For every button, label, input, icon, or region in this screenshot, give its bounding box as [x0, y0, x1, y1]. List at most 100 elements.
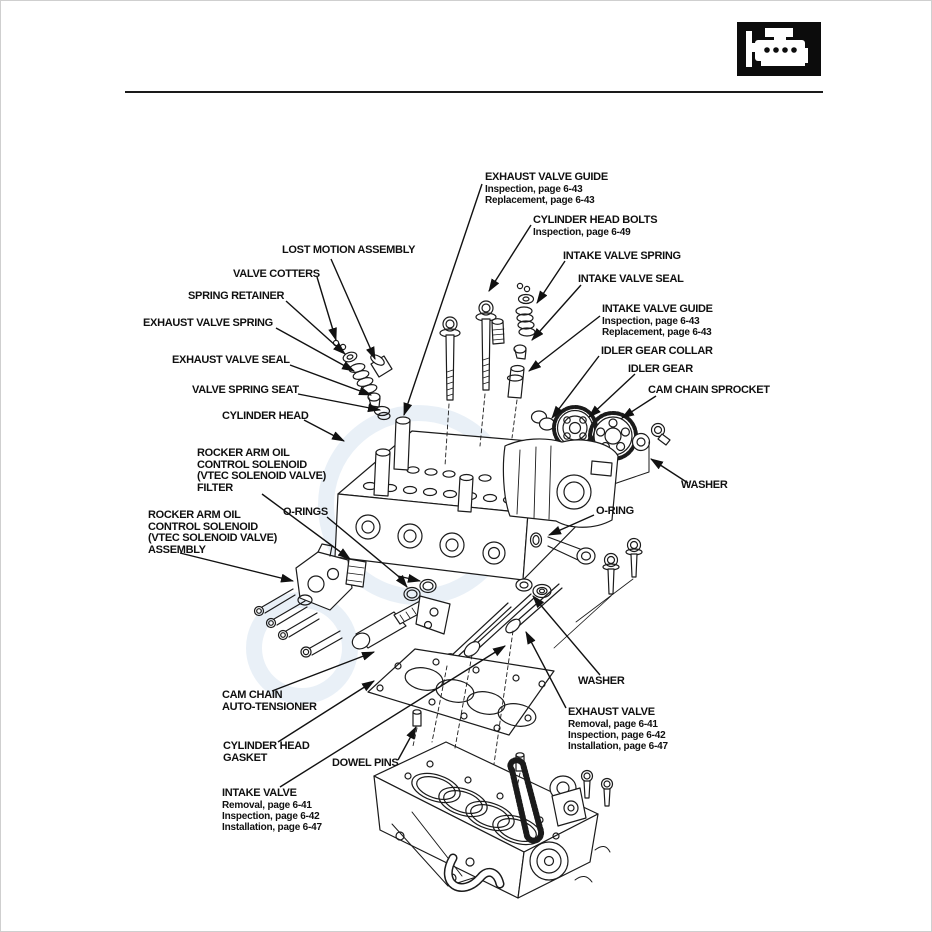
callout-idler-gear-collar: IDLER GEAR COLLAR	[601, 345, 713, 358]
header-divider	[125, 91, 823, 93]
leader-exhaust-valve-guide	[403, 183, 483, 417]
callout-title: INTAKE VALVE GUIDE	[602, 303, 713, 315]
callout-intake-valve-seal: INTAKE VALVE SEAL	[578, 273, 684, 286]
leader-cylinder-head-gasket	[277, 680, 375, 743]
callout-title: VALVE COTTERS	[233, 268, 320, 280]
leader-exhaust-valve-spring	[275, 327, 355, 372]
callout-title: WASHER	[578, 675, 625, 687]
leader-spring-retainer	[285, 300, 346, 355]
callout-lost-motion-assembly: LOST MOTION ASSEMBLY	[282, 244, 416, 257]
leader-washer-top	[650, 458, 689, 484]
leader-o-rings-main	[326, 516, 399, 577]
callout-idler-gear: IDLER GEAR	[628, 363, 693, 376]
leader-lost-motion-assembly	[330, 258, 376, 361]
washer-seal-art	[515, 578, 552, 599]
leader-intake-valve-spring	[536, 260, 566, 304]
leader-valve-cotters	[316, 276, 337, 342]
callout-valve-cotters: VALVE COTTERS	[233, 268, 320, 281]
callout-title: IDLER GEAR	[628, 363, 693, 375]
callout-o-rings: O-RINGS	[283, 506, 328, 519]
callout-ref: Inspection, page 6-49	[533, 226, 631, 238]
callout-vtec-filter: ROCKER ARM OIL CONTROL SOLENOID (VTEC SO…	[197, 447, 326, 494]
tensioner-art	[351, 595, 451, 650]
callout-intake-valve-spring: INTAKE VALVE SPRING	[563, 250, 681, 263]
callout-ref: Removal, page 6-41	[222, 799, 312, 811]
callout-cylinder-head-gasket: CYLINDER HEAD GASKET	[223, 740, 310, 764]
callout-title: CYLINDER HEAD	[222, 410, 309, 422]
callout-intake-valve-guide: INTAKE VALVE GUIDE Inspection, page 6-43…	[602, 303, 713, 338]
callout-cam-chain-auto-tensioner: CAM CHAIN AUTO-TENSIONER	[222, 689, 317, 713]
engine-icon	[737, 22, 821, 76]
leader-washer-bottom	[532, 595, 601, 676]
callout-cam-chain-sprocket: CAM CHAIN SPROCKET	[648, 384, 770, 397]
callout-intake-valve: INTAKE VALVE Removal, page 6-41 Inspecti…	[222, 787, 322, 833]
callout-ref: Inspection, page 6-42	[222, 810, 320, 822]
callout-title: EXHAUST VALVE SPRING	[143, 317, 273, 329]
gasket-art	[367, 648, 555, 736]
callout-title: CAM CHAIN SPROCKET	[648, 384, 770, 396]
leader-o-rings-b	[397, 573, 422, 583]
leader-vtec-filter	[261, 493, 351, 560]
callout-title: DOWEL PINS	[332, 757, 399, 769]
leader-intake-valve-seal	[531, 284, 582, 341]
leader-intake-valve-guide	[528, 315, 601, 372]
callout-title: ROCKER ARM OIL	[197, 447, 290, 459]
callout-title: FILTER	[197, 481, 233, 494]
callout-title: (VTEC SOLENOID VALVE)	[197, 470, 326, 482]
callout-spring-retainer: SPRING RETAINER	[188, 290, 285, 303]
callout-title: CAM CHAIN	[222, 689, 283, 701]
leader-valve-spring-seat	[297, 393, 382, 413]
callout-title: CYLINDER HEAD	[223, 740, 310, 752]
callout-ref: Installation, page 6-47	[222, 821, 322, 833]
leader-exhaust-valve-seal	[289, 364, 373, 396]
leader-idler-gear	[588, 373, 636, 418]
callout-title: VALVE SPRING SEAT	[192, 384, 299, 396]
leader-vtec-assembly	[179, 552, 295, 583]
callout-title: CONTROL SOLENOID	[197, 458, 307, 471]
callout-cylinder-head: CYLINDER HEAD	[222, 410, 309, 423]
callout-title: INTAKE VALVE	[222, 787, 297, 799]
callout-title: WASHER	[681, 479, 728, 491]
callout-dowel-pins: DOWEL PINS	[332, 757, 399, 770]
callout-title: INTAKE VALVE SEAL	[578, 273, 684, 285]
leader-o-ring	[547, 514, 595, 536]
leader-o-rings-a	[395, 574, 408, 588]
vtec-assembly-art	[253, 543, 367, 658]
callout-exhaust-valve-spring: EXHAUST VALVE SPRING	[143, 317, 273, 330]
callout-washer-bottom: WASHER	[578, 675, 625, 688]
leader-idler-gear-collar	[551, 355, 600, 419]
callout-o-ring: O-RING	[596, 505, 634, 518]
callout-exhaust-valve: EXHAUST VALVE Removal, page 6-41 Inspect…	[568, 706, 668, 751]
callout-title: EXHAUST VALVE	[568, 706, 655, 718]
callout-title: IDLER GEAR COLLAR	[601, 345, 713, 357]
callout-title: LOST MOTION ASSEMBLY	[282, 244, 416, 256]
gear-set-art	[530, 405, 671, 489]
callout-title: O-RING	[596, 505, 634, 517]
leader-dowel-pins	[397, 726, 417, 761]
leader-exhaust-valve	[525, 631, 567, 709]
engine-block-art	[373, 741, 614, 899]
leader-cam-chain-auto-tensioner	[271, 651, 376, 692]
callout-title: EXHAUST VALVE GUIDE	[485, 171, 608, 183]
callout-ref: Removal, page 6-41	[568, 718, 658, 730]
callout-title: GASKET	[223, 751, 268, 764]
callout-ref: Inspection, page 6-43	[602, 315, 700, 327]
callout-ref: Inspection, page 6-42	[568, 729, 666, 741]
intake-manifold-art	[502, 438, 619, 528]
callout-title: SPRING RETAINER	[188, 290, 285, 302]
callout-title: ASSEMBLY	[148, 543, 206, 556]
callout-title: AUTO-TENSIONER	[222, 700, 317, 713]
callout-washer-top: WASHER	[681, 479, 728, 492]
callout-title: CYLINDER HEAD BOLTS	[533, 214, 658, 226]
callout-title: CONTROL SOLENOID	[148, 520, 258, 533]
engine-icon-glyph	[737, 22, 821, 76]
callout-title: EXHAUST VALVE SEAL	[172, 354, 290, 366]
callout-ref: Replacement, page 6-43	[602, 326, 712, 338]
leader-intake-valve	[279, 645, 506, 788]
callout-title: O-RINGS	[283, 506, 328, 518]
callout-ref: Inspection, page 6-43	[485, 183, 583, 195]
callout-title: INTAKE VALVE SPRING	[563, 250, 681, 262]
exhaust-valve-parts-art	[332, 339, 393, 421]
